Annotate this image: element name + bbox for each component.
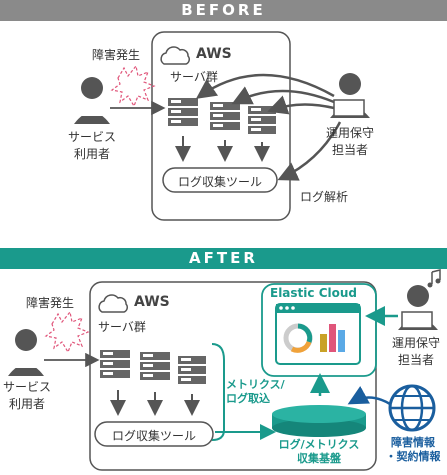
server-icon (100, 350, 130, 378)
cloud-icon (98, 294, 128, 313)
incident-info-line: 障害情報 (391, 436, 435, 449)
service-user-line: 利用者 (8, 397, 45, 411)
aws-box (151, 31, 291, 221)
log-tool-label: ログ収集ツール (111, 429, 196, 443)
service-user-line: サービス (67, 130, 116, 144)
service-user-line: サービス (2, 380, 51, 394)
ops-staff-icon (330, 73, 370, 118)
before-banner: BEFORE (0, 0, 447, 21)
ops-staff-line: 運用保守 (325, 126, 374, 140)
log-analysis-label: ログ解析 (300, 190, 349, 204)
platform-label: ログ/メトリクス 収集基盤 (266, 438, 372, 466)
dashboard-icon (275, 303, 361, 365)
ops-staff-icon (398, 285, 438, 330)
cloud-icon (160, 46, 190, 65)
ops-staff-line: 運用保守 (391, 336, 440, 350)
log-tool-box (94, 421, 214, 447)
music-note-icon (427, 269, 441, 288)
log-tool-label: ログ収集ツール (177, 175, 262, 189)
server-icon (168, 98, 198, 126)
service-user-line: 利用者 (73, 147, 110, 161)
service-user-icon (74, 77, 110, 124)
service-user-icon (8, 329, 44, 376)
elastic-cloud-label: Elastic Cloud (270, 286, 357, 300)
incident-info-label: 障害情報 ・契約情報 (380, 436, 446, 464)
ops-staff-label: 運用保守 担当者 (320, 124, 380, 158)
incident-label: 障害発生 (92, 48, 141, 62)
platform-cylinder-icon (272, 405, 366, 437)
ops-staff-label: 運用保守 担当者 (386, 334, 446, 368)
metrics-ingest-line: メトリクス/ (226, 378, 285, 391)
log-tool-box (162, 167, 278, 193)
platform-line: 収集基盤 (297, 452, 341, 465)
service-user-label: サービス 利用者 (62, 128, 122, 162)
aws-label: AWS (196, 46, 232, 62)
incident-burst-icon (44, 310, 90, 354)
platform-line: ログ/メトリクス (278, 438, 360, 451)
server-group-label: サーバ群 (98, 320, 146, 334)
ops-staff-line: 担当者 (331, 143, 368, 157)
aws-label: AWS (134, 294, 170, 310)
server-group-label: サーバ群 (170, 70, 218, 84)
aws-box (89, 281, 377, 471)
incident-label: 障害発生 (26, 296, 75, 310)
server-icon (140, 352, 170, 380)
metrics-ingest-label: メトリクス/ ログ取込 (226, 378, 285, 406)
server-icon (248, 106, 276, 134)
after-banner: AFTER (0, 248, 447, 269)
metrics-ingest-line: ログ取込 (226, 392, 270, 405)
incident-burst-icon (110, 64, 156, 108)
ops-staff-line: 担当者 (397, 353, 434, 367)
incident-info-line: ・契約情報 (385, 450, 441, 463)
server-icon (178, 356, 206, 384)
service-user-label: サービス 利用者 (0, 378, 54, 412)
server-icon (210, 102, 240, 130)
globe-icon (388, 384, 436, 432)
